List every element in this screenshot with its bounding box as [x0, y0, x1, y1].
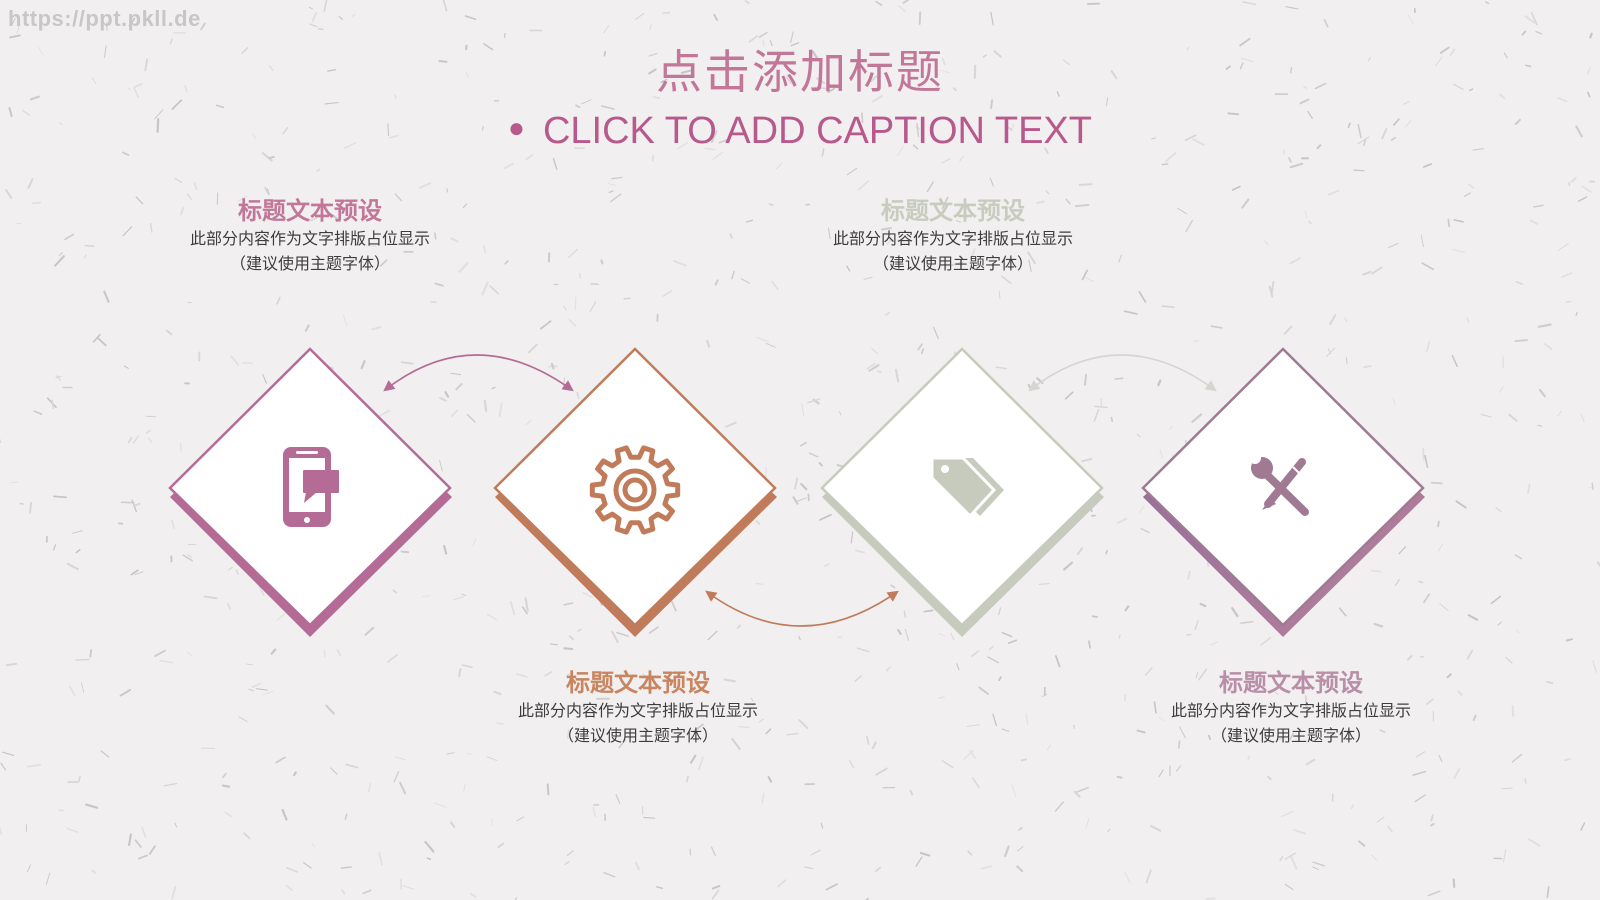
step-3-diamond[interactable]	[820, 347, 1104, 637]
step-2-note: （建议使用主题字体）	[557, 726, 718, 745]
step-3-text[interactable]: 标题文本预设 此部分内容作为文字排版占位显示 （建议使用主题字体）	[783, 196, 1123, 276]
connector-arrow-1-2	[383, 354, 574, 392]
step-4-heading: 标题文本预设	[1219, 668, 1363, 697]
caption-text: CLICK TO ADD CAPTION TEXT	[542, 110, 1092, 152]
watermark: https://ppt.pkll.de	[8, 6, 201, 31]
step-1-note: （建议使用主题字体）	[229, 254, 390, 273]
mobile-chat-icon	[283, 447, 339, 527]
step-3-note: （建议使用主题字体）	[872, 254, 1033, 273]
step-1-diamond[interactable]	[168, 347, 452, 637]
connector-arrow-3-4	[1028, 354, 1217, 392]
caption-line[interactable]: ● CLICK TO ADD CAPTION TEXT	[0, 110, 1600, 153]
step-2-description: 此部分内容作为文字排版占位显示	[517, 701, 758, 720]
step-4-description: 此部分内容作为文字排版占位显示	[1170, 701, 1411, 720]
step-2-diamond[interactable]	[493, 347, 777, 637]
tags-icon	[930, 456, 1004, 519]
page-title[interactable]: 点击添加标题	[656, 45, 944, 99]
gear-icon	[589, 445, 681, 535]
connector-arrow-2-3	[705, 590, 899, 627]
step-3-heading: 标题文本预设	[881, 196, 1025, 225]
step-2-heading: 标题文本预设	[566, 668, 710, 697]
step-1-text[interactable]: 标题文本预设 此部分内容作为文字排版占位显示 （建议使用主题字体）	[140, 196, 480, 276]
tools-icon	[1249, 452, 1309, 516]
step-4-note: （建议使用主题字体）	[1210, 726, 1371, 745]
step-2-text[interactable]: 标题文本预设 此部分内容作为文字排版占位显示 （建议使用主题字体）	[468, 668, 808, 748]
step-3-description: 此部分内容作为文字排版占位显示	[832, 229, 1073, 248]
step-1-description: 此部分内容作为文字排版占位显示	[189, 229, 430, 248]
step-4-diamond[interactable]	[1141, 347, 1425, 637]
bullet-icon: ●	[508, 112, 525, 143]
step-1-heading: 标题文本预设	[238, 196, 382, 225]
step-4-text[interactable]: 标题文本预设 此部分内容作为文字排版占位显示 （建议使用主题字体）	[1121, 668, 1461, 748]
step-2-diamond-face	[493, 347, 777, 627]
